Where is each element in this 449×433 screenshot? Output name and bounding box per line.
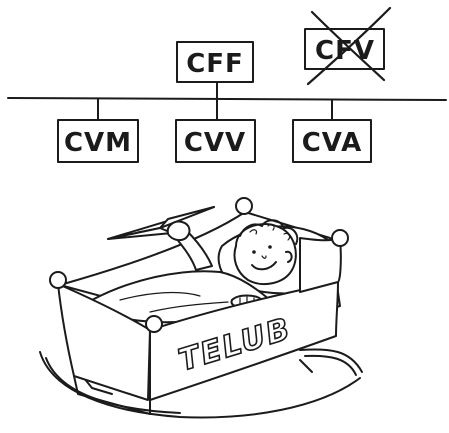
cradle-illustration: TELUB (40, 198, 362, 417)
box-cff: CFF (177, 42, 253, 82)
paper-airplane-icon (108, 207, 214, 239)
box-cva: CVA (293, 120, 371, 162)
box-cvv-label: CVV (184, 128, 246, 158)
box-cvv: CVV (176, 120, 255, 162)
org-chart: CFF CFV CVM CVV CVA (8, 8, 446, 162)
hierarchy-line (8, 98, 446, 100)
box-cvm: CVM (58, 120, 138, 162)
box-cfv: CFV (305, 8, 390, 84)
box-cva-label: CVA (302, 128, 363, 158)
box-cff-label: CFF (186, 49, 244, 79)
box-cvm-label: CVM (64, 128, 132, 158)
